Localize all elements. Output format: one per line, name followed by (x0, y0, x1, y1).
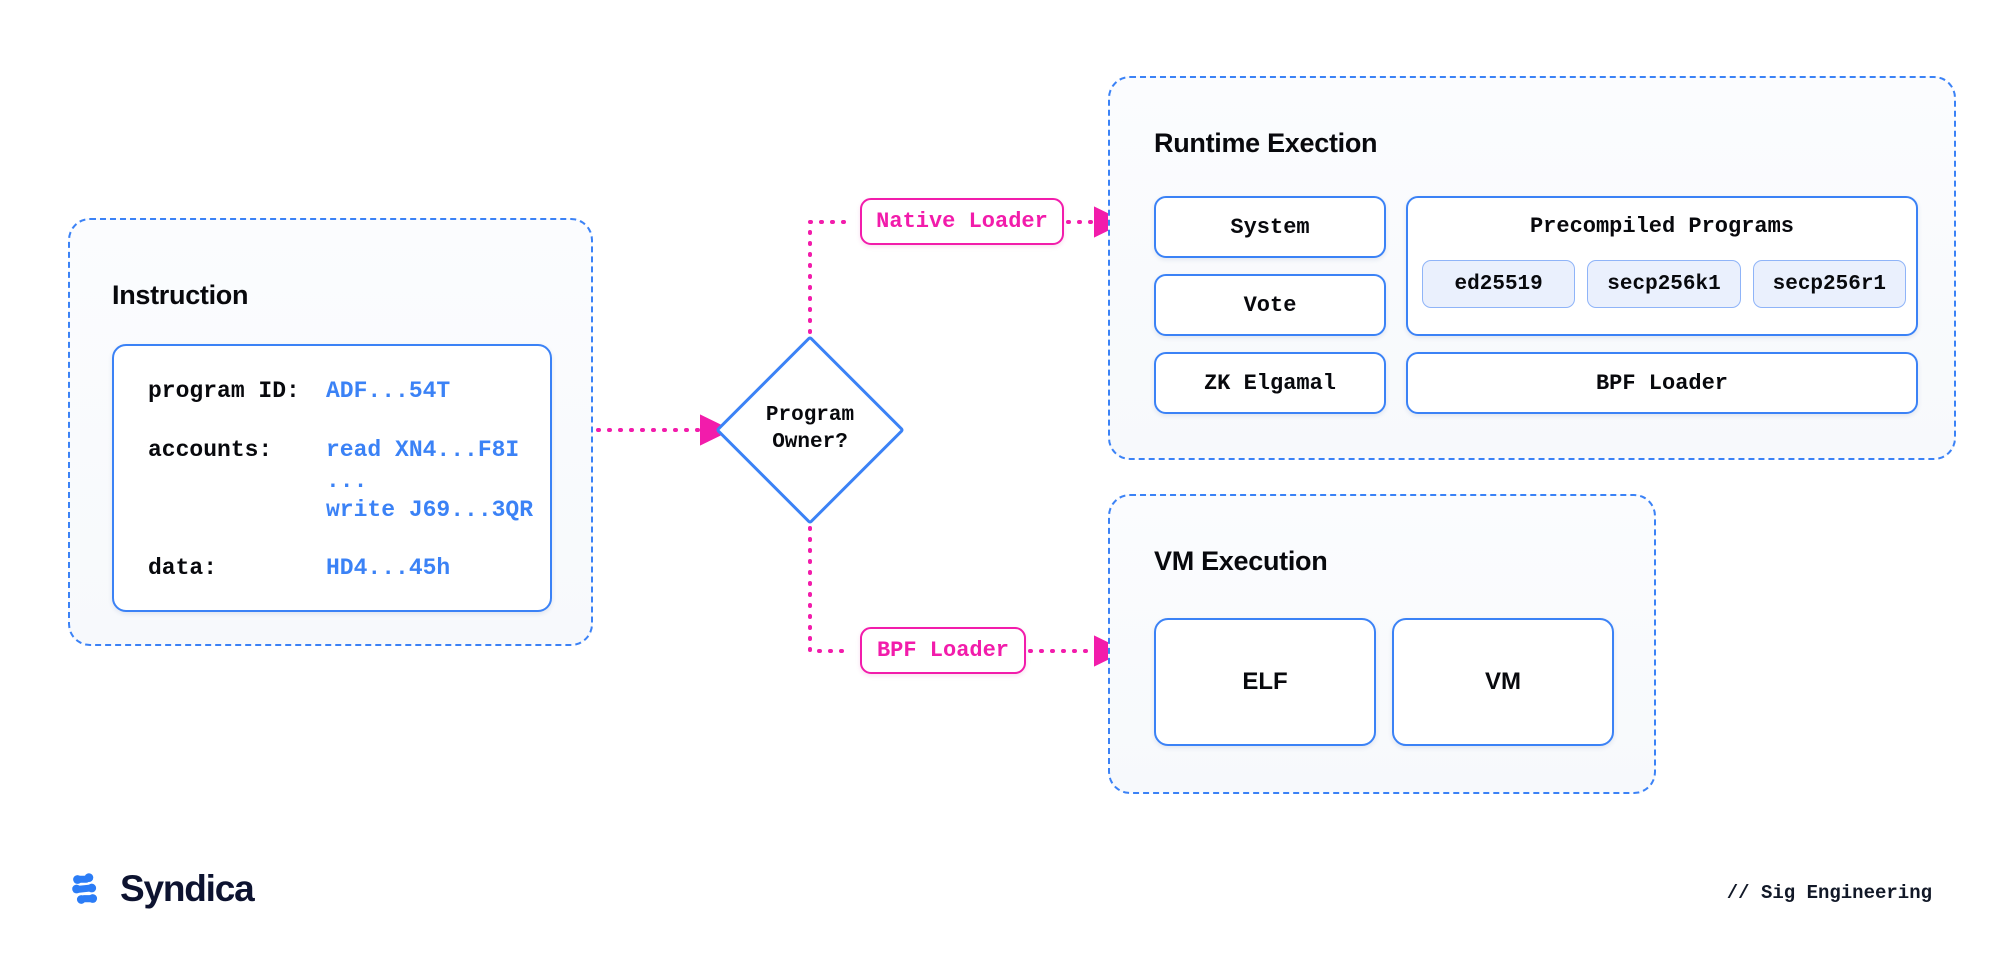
decision-program-owner[interactable]: Program Owner? (715, 335, 905, 525)
precompiled-chip-secp256r1[interactable]: secp256r1 (1752, 260, 1906, 308)
vm-box-elf[interactable]: ELF (1154, 618, 1376, 746)
runtime-box-zk-elgamal[interactable]: ZK Elgamal (1154, 352, 1386, 414)
precompiled-chip-secp256k1[interactable]: secp256k1 (1587, 260, 1741, 308)
instruction-group: Instruction program ID: ADF...54T accoun… (68, 218, 593, 646)
vm-execution-group: VM Execution ELF VM (1108, 494, 1656, 794)
syndica-wordmark: Syndica (120, 868, 255, 909)
instruction-value-accounts-read: read XN4...F8I (326, 437, 520, 463)
runtime-execution-group: Runtime Exection System Vote ZK Elgamal … (1108, 76, 1956, 460)
precompiled-chip-list: ed25519 secp256k1 secp256r1 (1422, 260, 1906, 308)
runtime-box-bpf-loader[interactable]: BPF Loader (1406, 352, 1918, 414)
vm-execution-title: VM Execution (1154, 546, 1328, 576)
precompiled-chip-ed25519[interactable]: ed25519 (1422, 260, 1576, 308)
precompiled-programs-box: Precompiled Programs ed25519 secp256k1 s… (1406, 196, 1918, 336)
instruction-title: Instruction (112, 280, 249, 310)
instruction-key-program-id: program ID: (148, 378, 300, 404)
instruction-card: program ID: ADF...54T accounts: read XN4… (112, 344, 552, 612)
runtime-box-system[interactable]: System (1154, 196, 1386, 258)
vm-box-vm[interactable]: VM (1392, 618, 1614, 746)
runtime-box-vote[interactable]: Vote (1154, 274, 1386, 336)
syndica-logo-icon (72, 873, 98, 904)
instruction-value-accounts-ellipsis: ... (326, 468, 368, 494)
instruction-value-data: HD4...45h (326, 555, 451, 581)
native-loader-label[interactable]: Native Loader (860, 198, 1064, 245)
instruction-key-accounts: accounts: (148, 437, 273, 463)
instruction-value-accounts-write: write J69...3QR (326, 497, 534, 523)
connector-decision-to-bpf-loader (808, 526, 854, 653)
bpf-loader-label[interactable]: BPF Loader (860, 627, 1026, 674)
footer-note: // Sig Engineering (1726, 882, 1932, 904)
instruction-value-program-id: ADF...54T (326, 378, 451, 404)
connector-decision-to-native-loader (808, 220, 854, 334)
syndica-logo: Syndica (68, 868, 255, 910)
instruction-key-data: data: (148, 555, 218, 581)
decision-diamond-shape (715, 335, 905, 525)
runtime-execution-title: Runtime Exection (1154, 128, 1378, 158)
precompiled-programs-title: Precompiled Programs (1529, 214, 1795, 239)
